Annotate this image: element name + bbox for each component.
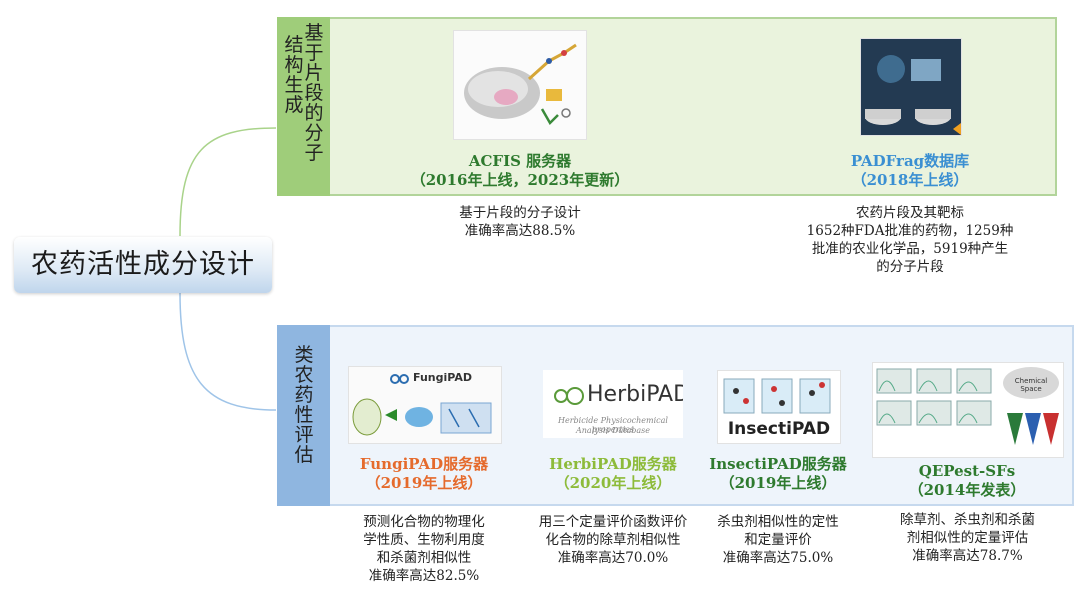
qepest-desc3: 准确率高达78.7% (912, 548, 1023, 564)
root-node: 农药活性成分设计 (14, 237, 272, 293)
fungipad-desc2: 学性质、生物利用度 (363, 532, 485, 548)
qepest-date: （2014年发表） (908, 481, 1026, 499)
qepest-desc2: 剂相似性的定量评估 (906, 530, 1029, 546)
insectipad-logo-text: InsectiPAD (727, 419, 831, 439)
fungipad-image: FungiPAD (348, 366, 502, 444)
acfis-date: （2016年上线，2023年更新） (410, 171, 630, 189)
qepest-name: QEPest-SFs (918, 462, 1016, 480)
herbipad-logo-sub1: Herbicide Physicochemical properties (558, 416, 668, 434)
fungipad-date: （2019年上线） (365, 474, 483, 492)
database-icon (861, 39, 961, 135)
fungipad-desc3: 和杀菌剂相似性 (376, 550, 472, 566)
connector-top (179, 127, 277, 237)
herbipad-desc1: 用三个定量评价函数评价 (538, 514, 688, 530)
fungipad-desc4: 准确率高达82.5% (368, 568, 480, 584)
insectipad-desc3: 准确率高达75.0% (722, 550, 834, 566)
herbipad-image: HerbiPAD Herbicide Physicochemical prope… (543, 370, 683, 438)
qepest-logo-text: Chemical Space (1014, 377, 1048, 393)
acfis-desc2: 准确率高达88.5% (464, 223, 576, 239)
padfrag-name: PADFrag数据库 (850, 152, 970, 170)
herbipad-desc2: 化合物的除草剂相似性 (545, 532, 681, 548)
insectipad-desc2: 和定量评价 (744, 532, 812, 548)
fungipad-desc1: 预测化合物的物理化 (363, 514, 485, 530)
padfrag-image (860, 38, 962, 136)
insectipad-name: InsectiPAD服务器 (709, 455, 847, 473)
acfis-name: ACFIS 服务器 (468, 152, 572, 170)
fragment-label-col1: 结构生成 (284, 34, 304, 116)
connector-bottom (179, 292, 277, 411)
padfrag-desc3: 批准的农业化学品，5919种产生 (811, 241, 1009, 257)
qepest-graphic (876, 367, 1059, 445)
herbipad-date: （2020年上线） (554, 474, 672, 492)
acfis-image (453, 30, 587, 140)
padfrag-date: （2018年上线） (851, 171, 969, 189)
evaluation-section-tab: 类农药性评估 (277, 325, 330, 506)
acfis-desc1: 基于片段的分子设计 (459, 205, 581, 221)
evaluation-label: 类农药性评估 (294, 344, 314, 466)
insectipad-logo-graphic (723, 378, 831, 414)
fungipad-logo-graphic (352, 374, 492, 436)
qepest-desc1: 除草剂、杀虫剂和杀菌 (900, 512, 1035, 528)
herbipad-logo-sub2: Analysis Database (576, 426, 650, 435)
padfrag-desc2: 1652种FDA批准的药物，1259种 (806, 223, 1014, 239)
root-title: 农药活性成分设计 (31, 249, 255, 280)
herbipad-logo-text: HerbiPAD (587, 382, 683, 407)
padfrag-desc4: 的分子片段 (876, 259, 944, 275)
herbipad-name: HerbiPAD服务器 (549, 455, 677, 473)
fungipad-logo-text: FungiPAD (413, 371, 472, 384)
herbipad-desc3: 准确率高达70.0% (557, 550, 669, 566)
qepest-image: Chemical Space (872, 362, 1064, 458)
insectipad-desc1: 杀虫剂相似性的定性 (717, 514, 839, 530)
molecule-icon (464, 43, 577, 126)
fungipad-name: FungiPAD服务器 (359, 455, 489, 473)
fragment-section-tab: 结构生成 基于片段的分子 (277, 17, 330, 196)
insectipad-image: InsectiPAD (717, 370, 841, 444)
padfrag-desc1: 农药片段及其靶标 (856, 205, 964, 221)
fragment-label-col2: 基于片段的分子 (304, 22, 324, 164)
insectipad-date: （2019年上线） (719, 474, 837, 492)
herbipad-logo-graphic (554, 387, 584, 405)
